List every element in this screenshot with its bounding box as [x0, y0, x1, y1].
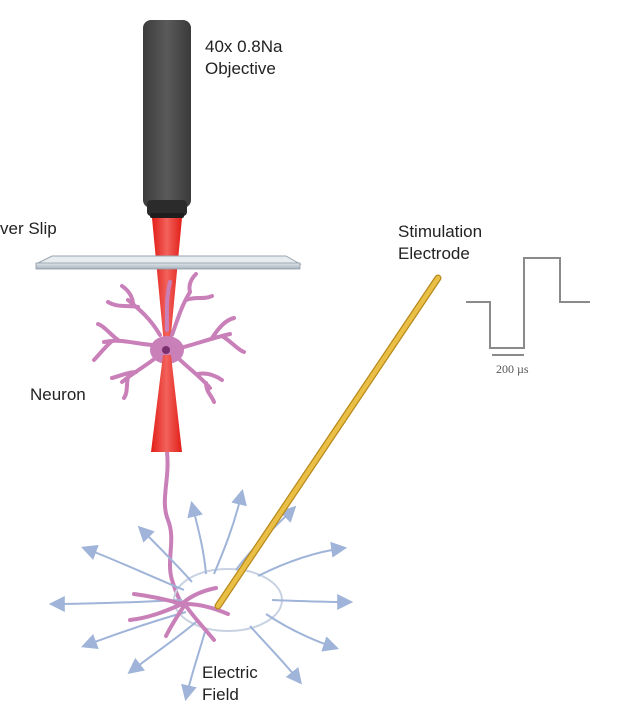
- axon-terminal: [184, 604, 216, 642]
- field-label-line1: Electric: [202, 663, 258, 682]
- field-arrow: [213, 488, 247, 575]
- neuron-axon: [162, 451, 184, 606]
- neuron: [92, 272, 246, 404]
- field-arrow: [81, 545, 185, 591]
- axon-terminal: [184, 602, 230, 616]
- field-arrow: [137, 525, 193, 583]
- neuron-dendrite: [106, 284, 162, 337]
- coverslip: [35, 255, 302, 270]
- neuron-dendrite: [92, 322, 157, 362]
- electrode-label-line1: Stimulation: [398, 222, 482, 241]
- axon-terminal: [182, 586, 218, 604]
- field-arrow: [81, 611, 187, 649]
- objective-body: [143, 20, 191, 208]
- axon-terminal: [128, 602, 184, 622]
- axon-terminal: [164, 604, 186, 638]
- coverslip-edge: [35, 262, 301, 270]
- neuron-dendrite: [170, 272, 214, 337]
- electrode-label-line2: Electrode: [398, 244, 470, 263]
- field-arrow: [271, 593, 354, 610]
- field-arrow: [127, 621, 197, 674]
- laser-beam-upper: [152, 218, 182, 345]
- neuron-label: Neuron: [30, 385, 86, 404]
- field-arrow: [181, 627, 207, 702]
- stimulation-electrode-highlight: [215, 275, 441, 609]
- pulse-duration-label: 200 µs: [496, 362, 529, 376]
- laser-beam-lower: [151, 355, 182, 452]
- objective: [143, 20, 191, 218]
- field-label-line2: Field: [202, 685, 239, 704]
- axon-terminal: [132, 592, 184, 606]
- neuron-dendrite: [174, 354, 224, 404]
- objective-tip: [147, 200, 187, 216]
- field-arrow: [265, 613, 340, 652]
- stimulation-waveform: 200 µs: [466, 257, 590, 376]
- neuron-nucleus: [162, 346, 170, 354]
- field-arrow: [257, 541, 348, 577]
- field-arrows: [48, 488, 354, 702]
- field-arrow: [249, 625, 302, 685]
- waveform-trace: [466, 257, 590, 349]
- objective-tip-ring: [150, 213, 184, 218]
- neuron-dendrite: [178, 316, 246, 354]
- neuron-dendrite: [164, 280, 172, 332]
- objective-label-line2: Objective: [205, 59, 276, 78]
- coverslip-label: ver Slip: [0, 219, 57, 238]
- field-arrow: [187, 500, 207, 575]
- objective-label-line1: 40x 0.8Na: [205, 37, 283, 56]
- axon-terminals: [128, 586, 230, 642]
- neuron-dendrite: [110, 354, 160, 400]
